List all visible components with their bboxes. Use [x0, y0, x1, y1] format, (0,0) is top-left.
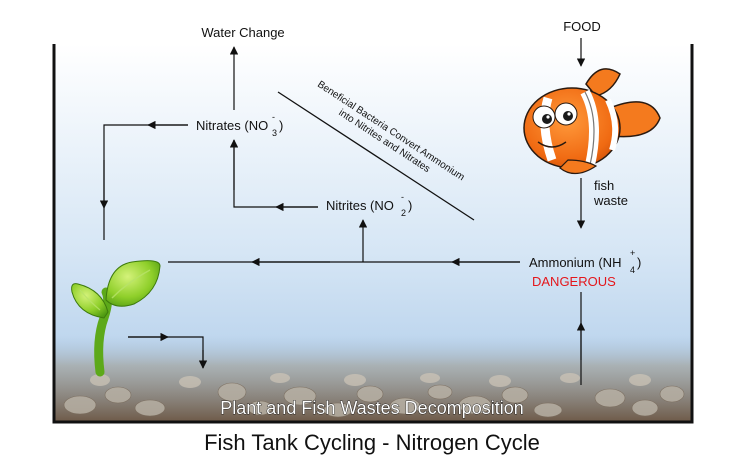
nitrates-close-paren: ): [279, 118, 283, 133]
ammonium-label: Ammonium (NH + 4 ): [529, 248, 641, 275]
clownfish-icon: [523, 68, 661, 175]
nitrites-label: Nitrites (NO - 2 ): [326, 192, 412, 218]
nitrites-subscript: 2: [401, 208, 406, 218]
dangerous-label: DANGEROUS: [532, 274, 616, 289]
gravel-bed: [54, 335, 692, 422]
nitrates-label: Nitrates (NO - 3 ): [196, 112, 283, 138]
water-change-label: Water Change: [201, 25, 284, 40]
fish-waste-line2: waste: [593, 193, 628, 208]
fish-waste-line1: fish: [594, 178, 614, 193]
nitrates-text: Nitrates (NO: [196, 118, 268, 133]
tank-outline: [52, 44, 694, 424]
nitrates-charge: -: [272, 112, 275, 122]
nitrites-close-paren: ): [408, 198, 412, 213]
ammonium-text: Ammonium (NH: [529, 255, 621, 270]
nitrites-charge: -: [401, 192, 404, 202]
nitrites-text: Nitrites (NO: [326, 198, 394, 213]
nitrates-subscript: 3: [272, 128, 277, 138]
flow-arrows: [99, 38, 586, 385]
food-label: FOOD: [563, 19, 601, 34]
ammonium-close-paren: ): [637, 255, 641, 270]
sprout-icon: [71, 260, 161, 377]
ammonium-charge: +: [630, 248, 635, 258]
decomposition-label: Plant and Fish Wastes Decomposition: [220, 398, 523, 418]
ammonium-subscript: 4: [630, 265, 635, 275]
diagram-title: Fish Tank Cycling - Nitrogen Cycle: [204, 430, 540, 455]
bacteria-divider-line: [277, 91, 475, 221]
